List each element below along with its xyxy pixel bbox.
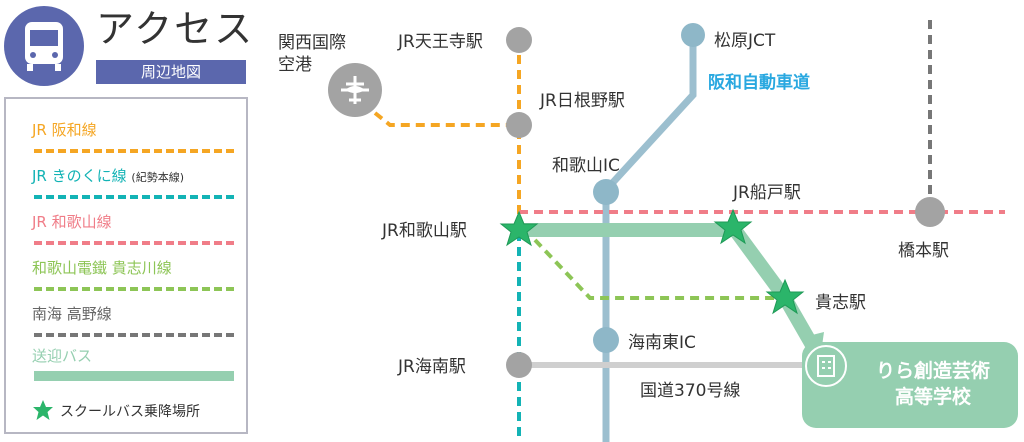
- legend-label-kinokuni: JR きのくに線 (紀勢本線): [32, 165, 184, 186]
- legend-label-bus-stop: スクールバス乗降場所: [60, 404, 200, 420]
- wakayama-ic-marker: [593, 179, 619, 205]
- legend-label-kinokuni-note: (紀勢本線): [131, 171, 184, 184]
- legend-line-kishigawa: [34, 287, 234, 291]
- matsubara-jct-label: 松原JCT: [714, 31, 776, 51]
- page-title: アクセス: [96, 7, 255, 51]
- kishigawa-line: [533, 238, 785, 300]
- page-subtitle: 周辺地図: [96, 60, 246, 84]
- station-funato-label: JR船戸駅: [733, 183, 801, 203]
- station-hashimoto-marker: [915, 197, 945, 227]
- jr-hanwa-line: [373, 40, 521, 230]
- kainan-higashi-ic-marker: [593, 327, 619, 353]
- bus-stop-stars: [499, 208, 805, 315]
- expressway-line: [602, 31, 697, 442]
- station-tennoji-label: JR天王寺駅: [398, 32, 483, 52]
- station-hineno-marker: [506, 112, 532, 138]
- school-building: [802, 342, 1018, 428]
- station-kishi-label: 貴志駅: [815, 293, 866, 313]
- station-markers: [506, 27, 945, 378]
- legend-label-kishigawa: 和歌山電鐵 貴志川線: [32, 259, 172, 277]
- legend-label-shuttle: 送迎バス: [32, 347, 93, 365]
- legend-label-kinokuni-text: JR きのくに線: [32, 167, 127, 185]
- school-label-line1: りら創造芸術: [875, 360, 990, 382]
- airport-icon: [328, 63, 382, 117]
- station-wakayama-label: JR和歌山駅: [382, 221, 467, 241]
- airport-label-line2: 空港: [278, 55, 312, 75]
- bus-icon: [4, 6, 84, 86]
- airport-label: 関西国際空港: [278, 32, 346, 76]
- school-label: りら創造芸術高等学校: [850, 358, 1016, 410]
- station-hashimoto-label: 橋本駅: [898, 241, 949, 261]
- expressway-label: 阪和自動車道: [708, 73, 810, 93]
- station-kainan-label: JR海南駅: [398, 357, 466, 377]
- station-kainan-marker: [506, 352, 532, 378]
- bus-stop-wakayama-star: [499, 210, 539, 247]
- legend-star-icon: [33, 400, 53, 420]
- school-label-line2: 高等学校: [894, 386, 971, 408]
- legend-label-nankai: 南海 高野線: [32, 305, 112, 323]
- ic-markers: [593, 23, 705, 353]
- matsubara-jct-marker: [681, 23, 705, 47]
- kainan-higashi-ic-label: 海南東IC: [628, 333, 696, 353]
- station-tennoji-marker: [506, 27, 532, 53]
- legend-line-nankai: [34, 333, 234, 337]
- bus-stop-kishi-star: [765, 278, 805, 315]
- legend-line-wakayama: [34, 241, 234, 245]
- legend-label-hanwa: JR 阪和線: [32, 121, 97, 139]
- legend-panel: JR 阪和線 JR きのくに線 (紀勢本線) JR 和歌山線 和歌山電鐵 貴志川…: [4, 97, 248, 434]
- legend-line-kinokuni: [34, 195, 234, 199]
- route-370-label: 国道370号線: [640, 381, 741, 401]
- legend-line-shuttle: [34, 371, 234, 381]
- legend-line-hanwa: [34, 149, 234, 153]
- airport-label-line1: 関西国際: [278, 33, 346, 53]
- bus-stop-funato-star: [713, 208, 753, 245]
- legend-label-wakayama: JR 和歌山線: [32, 213, 112, 231]
- station-hineno-label: JR日根野駅: [540, 91, 625, 111]
- wakayama-ic-label: 和歌山IC: [552, 156, 620, 176]
